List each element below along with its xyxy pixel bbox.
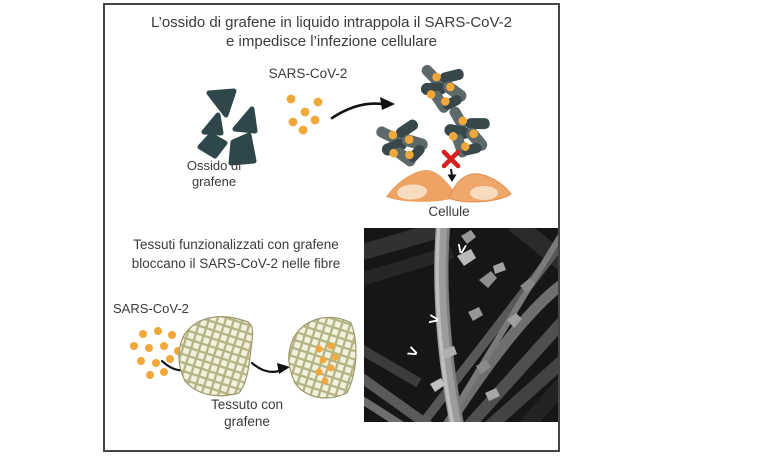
graphene-oxide-flakes [197, 88, 258, 166]
sem-arrow-marker-icon: > [404, 341, 421, 362]
top-panel-title: L’ossido di grafene in liquido intrappol… [105, 13, 558, 51]
graphene-oxide-label: Ossido di grafene [186, 158, 242, 189]
sem-arrow-marker-icon: > [451, 242, 471, 255]
cells-label: Cellule [428, 204, 470, 219]
block-x-icon [441, 149, 461, 169]
sem-micrograph: > > > [364, 228, 558, 422]
virus-label-top: SARS-CoV-2 [268, 66, 348, 81]
top-title-line1: L’ossido di grafene in liquido intrappol… [150, 14, 513, 31]
bottom-title-line1: Tessuti funzionalizzati con grafene [133, 237, 339, 252]
sem-arrow-marker-icon: > [427, 309, 440, 329]
cells-illustration [386, 170, 512, 203]
arrow-fabric-to-fabric-icon [250, 361, 290, 374]
virus-label-bottom: SARS-CoV-2 [113, 301, 189, 316]
sem-fiber-debris [430, 230, 535, 401]
top-title-line2: e impedisce l’infezione cellulare [226, 33, 437, 50]
fabric-label: Tessuto con grafene [210, 397, 284, 429]
bottom-panel-title: Tessuti funzionalizzati con grafene bloc… [107, 235, 365, 273]
bottom-title-line2: bloccano il SARS-CoV-2 nelle fibre [131, 256, 341, 271]
fabric-mesh [178, 316, 254, 397]
arrow-to-cell-icon [447, 168, 457, 182]
arrow-to-fabric-icon [160, 359, 198, 373]
graphene-virus-clusters [372, 61, 500, 175]
virus-dots-top [286, 94, 323, 135]
fabric-mesh-with-virus [288, 316, 357, 399]
virus-dots-bottom [130, 327, 182, 379]
arrow-trap-icon [330, 97, 395, 120]
figure-panel: > > > L’ossido di grafene in liquido int… [103, 3, 560, 452]
